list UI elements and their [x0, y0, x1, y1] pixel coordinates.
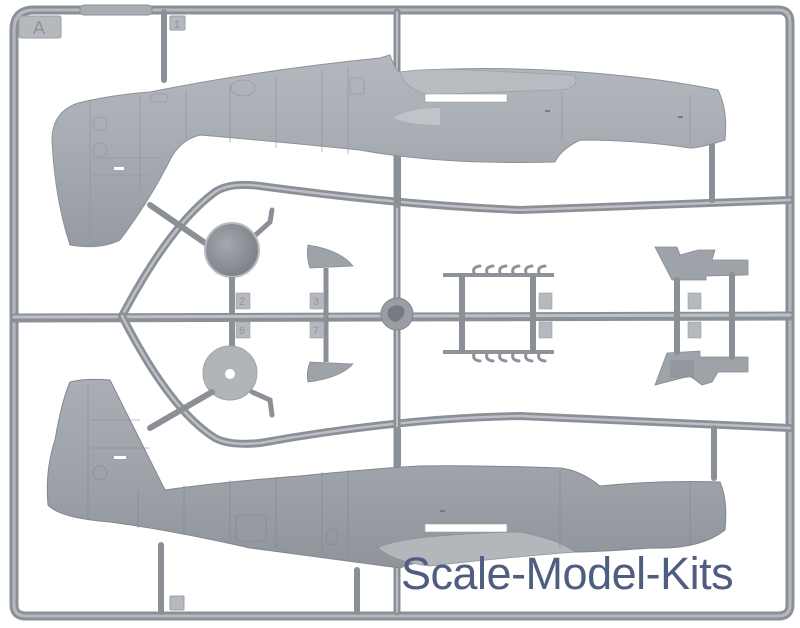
- exhaust-stacks: [443, 264, 554, 363]
- cockpit-side-panels: [654, 246, 749, 386]
- frame-letter-tab: A: [18, 15, 62, 39]
- upper-fuselage-half: [51, 54, 727, 248]
- frame-letter: A: [33, 18, 45, 38]
- lower-fuselage-half: [46, 378, 727, 569]
- part-number-tabs-2-6: 2 6: [235, 292, 251, 339]
- svg-text:6: 6: [239, 325, 245, 337]
- spinner-part: [147, 202, 275, 314]
- watermark-text: Scale-Model-Kits: [401, 548, 734, 599]
- svg-text:3: 3: [313, 296, 319, 308]
- manufacturer-plate: [79, 4, 153, 16]
- cockpit-slot: [424, 93, 508, 103]
- svg-text:1: 1: [174, 19, 180, 31]
- sprue-frame: [9, 5, 795, 621]
- wheel-well-covers: 3 7: [306, 244, 354, 383]
- part-number-tab-bottom: [169, 595, 185, 611]
- svg-text:7: 7: [313, 325, 319, 337]
- propeller-backplate-part: [147, 322, 275, 431]
- cockpit-slot-lower: [424, 523, 508, 533]
- sprue-gate-hub: [380, 297, 414, 331]
- part-number-tab-1: 1: [169, 15, 186, 31]
- svg-text:2: 2: [239, 296, 245, 308]
